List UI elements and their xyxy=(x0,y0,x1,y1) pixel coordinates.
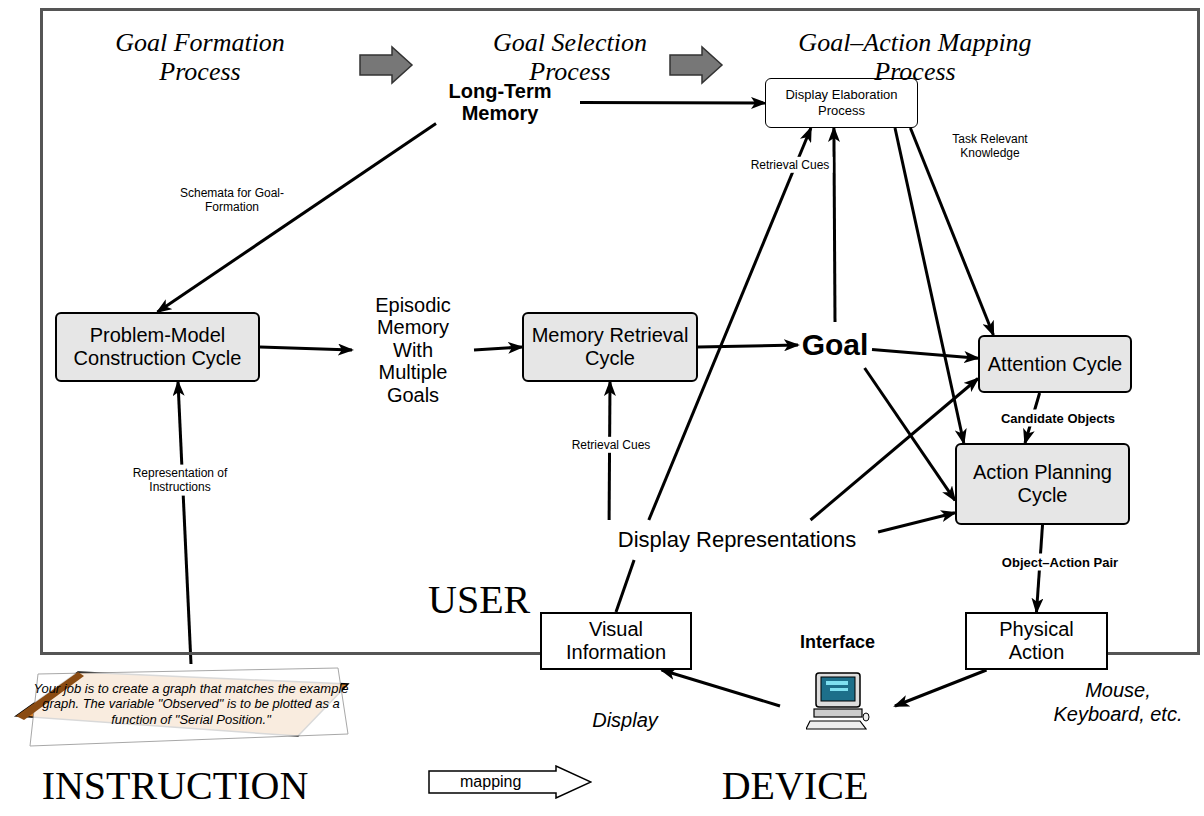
edge-label: Display xyxy=(592,708,658,732)
screen-bar xyxy=(830,688,848,691)
edge-label: Task Relevant Knowledge xyxy=(937,131,1043,162)
connector xyxy=(178,382,191,664)
connector xyxy=(872,350,978,359)
diagram-node: Episodic Memory With Multiple Goals xyxy=(352,290,474,410)
edge-label: Representation of Instructions xyxy=(122,465,238,496)
connector xyxy=(616,560,634,612)
user-border xyxy=(42,10,1199,654)
node-text: Interface xyxy=(800,632,875,653)
node-text: Physical Action xyxy=(973,618,1100,664)
connector xyxy=(580,101,765,105)
io-box: Physical Action xyxy=(965,612,1108,670)
connector xyxy=(811,379,979,521)
connector xyxy=(158,124,437,313)
edge-label: Retrieval Cues xyxy=(748,157,833,173)
diagram-label: Goal–Action Mapping Process xyxy=(780,29,1050,86)
screen-bar xyxy=(826,681,848,685)
mouse xyxy=(863,713,869,721)
computer-icon xyxy=(806,671,870,731)
diagram-node: Display Representations xyxy=(590,520,884,560)
connector xyxy=(662,670,780,706)
base xyxy=(814,709,862,717)
edge-label: Object–Action Pair xyxy=(999,554,1121,571)
connector xyxy=(834,128,835,322)
diagram-label: Goal Formation Process xyxy=(100,29,300,86)
node-text: Problem-Model Construction Cycle xyxy=(63,324,252,370)
cycle-box: Problem-Model Construction Cycle xyxy=(55,312,260,382)
diagram-node: mapping xyxy=(428,765,592,799)
diagram-node: Goal xyxy=(798,322,872,368)
node-text: Your job is to create a graph that match… xyxy=(32,681,350,728)
connector xyxy=(878,513,955,532)
process-arrow xyxy=(670,47,722,83)
connector xyxy=(895,128,964,443)
monitor xyxy=(816,673,860,707)
diagram-label: Goal Selection Process xyxy=(470,29,670,86)
cycle-box: Attention Cycle xyxy=(978,335,1132,393)
diagram-label: INSTRUCTION xyxy=(42,764,309,808)
cycle-box: Action Planning Cycle xyxy=(955,443,1130,525)
node-text: Goal xyxy=(802,328,869,362)
io-box: Visual Information xyxy=(540,612,692,670)
process-arrow xyxy=(360,47,412,83)
node-text: USER xyxy=(428,576,530,623)
node-text: Episodic Memory With Multiple Goals xyxy=(358,294,468,406)
diagram-node: Interface xyxy=(780,628,895,748)
connector xyxy=(895,670,987,706)
node-text: Action Planning Cycle xyxy=(963,461,1122,507)
card-edge xyxy=(16,672,84,720)
connector xyxy=(474,347,522,350)
edge-label: Candidate Objects xyxy=(998,410,1118,427)
node-text: mapping xyxy=(460,773,521,791)
node-text: Visual Information xyxy=(548,618,684,664)
screen xyxy=(821,677,855,701)
node-text: Attention Cycle xyxy=(988,353,1123,376)
node-text: Memory Retrieval Cycle xyxy=(530,324,690,370)
diagram-node: Your job is to create a graph that match… xyxy=(18,664,364,744)
diagram-label: Mouse, Keyboard, etc. xyxy=(1043,678,1193,726)
diagram-label: DEVICE xyxy=(722,764,869,808)
cycle-box: Memory Retrieval Cycle xyxy=(522,312,698,382)
node-text: Long-Term Memory xyxy=(426,80,574,125)
connector xyxy=(698,345,798,347)
node-text: Display Representations xyxy=(618,528,856,553)
mapping-arrow-shape xyxy=(429,766,591,798)
connector xyxy=(260,347,352,350)
keyboard xyxy=(806,721,866,729)
node-text: Display Elaboration Process xyxy=(772,87,911,118)
edge-label: Retrieval Cues xyxy=(569,437,654,453)
edge-label: Schemata for Goal-Formation xyxy=(172,186,292,215)
